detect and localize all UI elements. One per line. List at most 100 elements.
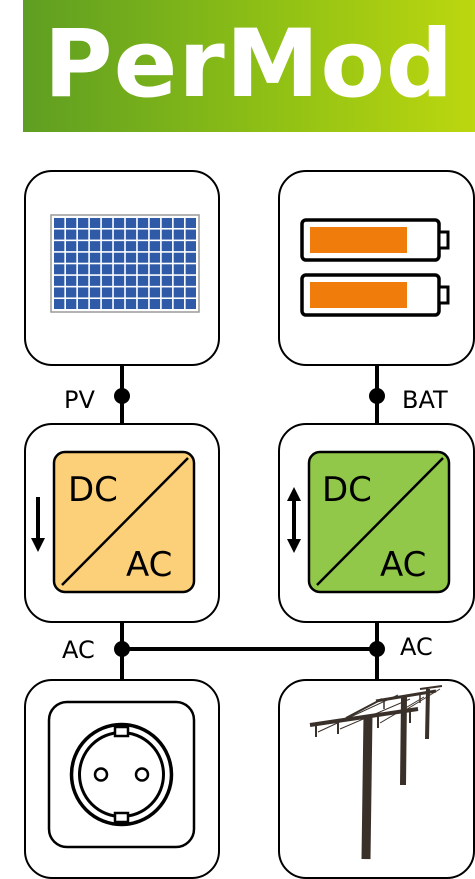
solar-cell (185, 275, 196, 286)
converter-diagonal (61, 457, 189, 586)
solar-cell (65, 229, 77, 240)
title-banner: PerMod (23, 0, 475, 132)
solar-cell (149, 252, 161, 263)
solar-cell (161, 252, 173, 263)
battery-icon (300, 218, 450, 317)
socket-box (24, 679, 220, 879)
solar-cell (54, 229, 65, 240)
solar-cell (113, 287, 125, 298)
pv-inverter-box: DC AC (24, 423, 220, 623)
solar-cell (113, 252, 125, 263)
solar-cell (54, 275, 65, 286)
bat-inverter-box: DC AC (278, 423, 475, 623)
solar-cell (149, 275, 161, 286)
battery-box (278, 170, 475, 366)
solar-cell (54, 218, 65, 228)
converter-ac-label: AC (380, 545, 426, 585)
solar-cell (125, 218, 137, 228)
converter-diagonal (316, 457, 444, 586)
solar-cell (185, 252, 196, 263)
solar-cell (137, 287, 149, 298)
solar-cell (77, 229, 89, 240)
solar-cell (137, 229, 149, 240)
solar-cell (77, 287, 89, 298)
solar-cell (101, 218, 113, 228)
solar-cell (101, 229, 113, 240)
solar-cell (89, 264, 101, 275)
solar-cell (185, 264, 196, 275)
solar-cell (101, 241, 113, 252)
solar-cell (137, 275, 149, 286)
ac-right-label: AC (400, 633, 433, 661)
solar-cell (89, 275, 101, 286)
solar-cell (125, 299, 137, 309)
solar-cell (89, 252, 101, 263)
solar-cell (173, 299, 185, 309)
solar-cell (65, 287, 77, 298)
pv-label: PV (64, 386, 95, 414)
solar-cell (65, 252, 77, 263)
ac-right-node (369, 641, 385, 657)
converter-ac-label: AC (126, 545, 172, 585)
grid-box (278, 679, 475, 879)
solar-cell (185, 299, 196, 309)
solar-cell (149, 229, 161, 240)
solar-cell (125, 264, 137, 275)
converter-dc-label: DC (68, 470, 118, 510)
solar-cell (173, 241, 185, 252)
bidirectional-arrow-icon (287, 487, 301, 553)
solar-cell (101, 287, 113, 298)
solar-cell (113, 241, 125, 252)
solar-cell (65, 275, 77, 286)
solar-cell (89, 229, 101, 240)
solar-cell (125, 241, 137, 252)
solar-cell (77, 275, 89, 286)
solar-cell (89, 241, 101, 252)
battery-top (300, 218, 450, 262)
solar-cell (65, 299, 77, 309)
solar-cell (54, 241, 65, 252)
battery-bottom (300, 273, 450, 317)
solar-panel-box (24, 170, 220, 366)
solar-cell (173, 264, 185, 275)
solar-cell (77, 241, 89, 252)
ac-left-node (114, 641, 130, 657)
solar-cell (125, 275, 137, 286)
solar-cell (173, 287, 185, 298)
solar-cell (149, 218, 161, 228)
solar-cell (137, 252, 149, 263)
solar-cell (161, 229, 173, 240)
solar-cell (77, 299, 89, 309)
solar-cell (89, 218, 101, 228)
solar-cell (149, 264, 161, 275)
banner-title: PerMod (43, 10, 455, 119)
solar-cell (101, 252, 113, 263)
solar-panel-icon (50, 214, 200, 313)
solar-cell (149, 299, 161, 309)
solar-cell (54, 287, 65, 298)
solar-cell (125, 252, 137, 263)
solar-cell (161, 218, 173, 228)
solar-cell (185, 241, 196, 252)
solar-cell (77, 218, 89, 228)
bat-label: BAT (402, 386, 448, 414)
solar-cell (54, 264, 65, 275)
solar-cell (173, 275, 185, 286)
solar-cell (101, 299, 113, 309)
solar-cell (54, 252, 65, 263)
pv-inverter-icon: DC AC (31, 450, 196, 594)
power-line-icon (309, 685, 443, 860)
solar-cell (65, 218, 77, 228)
ac-left-label: AC (62, 636, 95, 664)
solar-cell (161, 241, 173, 252)
solar-cell (149, 241, 161, 252)
solar-cell (101, 264, 113, 275)
solar-cell (137, 299, 149, 309)
solar-cell (113, 218, 125, 228)
solar-cell (149, 287, 161, 298)
solar-cell (65, 241, 77, 252)
solar-cell (185, 229, 196, 240)
converter-dc-label: DC (322, 470, 372, 510)
solar-cell (77, 252, 89, 263)
